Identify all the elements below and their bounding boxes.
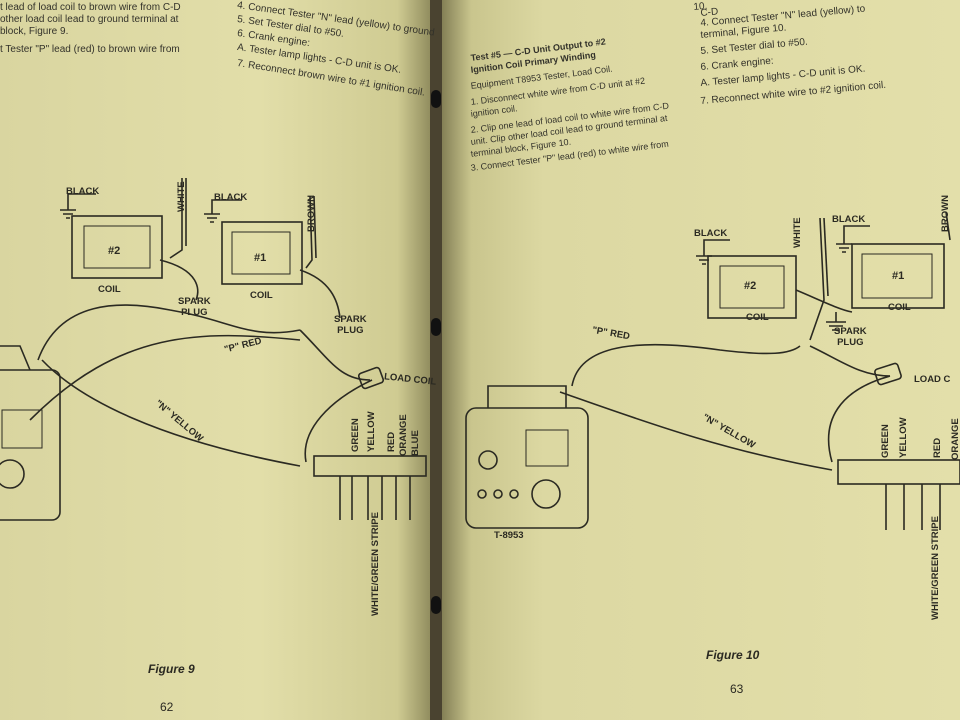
tester-model: T-8953 bbox=[494, 530, 524, 541]
label-yellow: YELLOW bbox=[366, 411, 377, 452]
label-spark-plug: SPARK PLUG bbox=[834, 326, 867, 348]
book-spine bbox=[430, 0, 442, 720]
label-black: BLACK bbox=[214, 192, 248, 203]
label-black: BLACK bbox=[66, 186, 100, 197]
left-instruction-line: t lead of load coil to brown wire from C… bbox=[0, 2, 181, 13]
label-black: BLACK bbox=[694, 228, 728, 239]
label-coil: COIL bbox=[98, 284, 121, 295]
label-orange: ORANGE bbox=[950, 418, 960, 460]
label-red: RED bbox=[386, 431, 397, 452]
label-white: WHITE bbox=[176, 181, 187, 212]
figure-caption: Figure 9 bbox=[148, 662, 195, 676]
left-instruction-line: block, Figure 9. bbox=[0, 26, 69, 37]
tester-body-left bbox=[0, 369, 61, 521]
coil-2-body bbox=[71, 215, 163, 279]
coil-number: #2 bbox=[744, 280, 757, 292]
coil-2-body-right bbox=[707, 255, 797, 319]
figure-caption: Figure 10 bbox=[706, 648, 760, 662]
label-yellow: YELLOW bbox=[898, 417, 909, 458]
coil-1-body bbox=[221, 221, 303, 285]
page-number: 62 bbox=[160, 700, 174, 714]
coil-1-body-right bbox=[851, 243, 945, 309]
right-page bbox=[440, 0, 960, 720]
left-instruction-line: t Tester "P" lead (red) to brown wire fr… bbox=[0, 44, 180, 55]
coil-number: #2 bbox=[108, 245, 121, 257]
label-spark-plug: SPARK PLUG bbox=[334, 314, 367, 336]
label-white: WHITE bbox=[792, 217, 803, 248]
binding-ring bbox=[431, 318, 441, 336]
label-load-coil: LOAD C bbox=[914, 374, 951, 385]
binding-ring bbox=[431, 596, 441, 614]
label-green: GREEN bbox=[350, 418, 361, 452]
page-number: 63 bbox=[730, 682, 744, 696]
binding-ring bbox=[431, 90, 441, 108]
label-blue: BLUE bbox=[410, 430, 421, 456]
label-coil: COIL bbox=[888, 302, 911, 313]
left-page bbox=[0, 0, 432, 720]
left-instruction-line: other load coil lead to ground terminal … bbox=[0, 14, 179, 25]
label-brown: BROWN bbox=[306, 195, 317, 232]
coil-number: #1 bbox=[254, 252, 267, 264]
label-spark-plug: SPARK PLUG bbox=[178, 296, 211, 318]
label-black: BLACK bbox=[832, 214, 866, 225]
label-stripe: WHITE/GREEN STRIPE bbox=[930, 516, 941, 620]
label-brown: BROWN bbox=[940, 195, 951, 232]
label-orange: ORANGE bbox=[398, 414, 409, 456]
tester-body-right bbox=[465, 407, 589, 529]
label-stripe: WHITE/GREEN STRIPE bbox=[370, 512, 381, 616]
label-green: GREEN bbox=[880, 424, 891, 458]
coil-number: #1 bbox=[892, 270, 905, 282]
label-coil: COIL bbox=[746, 312, 769, 323]
label-coil: COIL bbox=[250, 290, 273, 301]
label-red: RED bbox=[932, 437, 943, 458]
